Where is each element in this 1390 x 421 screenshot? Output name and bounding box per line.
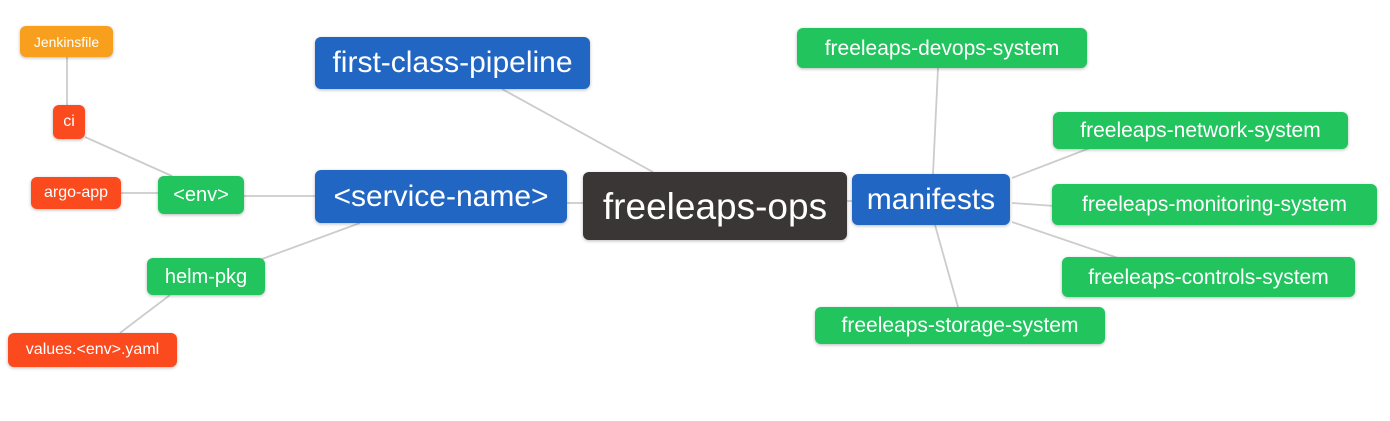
node-helm-pkg[interactable]: helm-pkg <box>147 258 265 295</box>
edge-env-ci <box>84 136 173 177</box>
node-manifests[interactable]: manifests <box>852 174 1010 225</box>
node-freeleaps-ops[interactable]: freeleaps-ops <box>583 172 847 240</box>
node-controls-system[interactable]: freeleaps-controls-system <box>1062 257 1355 297</box>
node-values-env-yaml[interactable]: values.<env>.yaml <box>8 333 177 367</box>
edge-manifests-storage-system <box>934 224 959 308</box>
edge-manifests-monitoring-system <box>1011 202 1056 207</box>
node-ci[interactable]: ci <box>53 105 85 139</box>
node-argo-app[interactable]: argo-app <box>31 177 121 209</box>
edge-manifests-controls-system <box>1011 221 1119 259</box>
node-jenkinsfile[interactable]: Jenkinsfile <box>20 26 113 57</box>
node-env[interactable]: <env> <box>158 176 244 214</box>
node-monitoring-system[interactable]: freeleaps-monitoring-system <box>1052 184 1377 225</box>
node-network-system[interactable]: freeleaps-network-system <box>1053 112 1348 149</box>
edge-manifests-network-system <box>1011 147 1091 179</box>
edge-service-name-helm-pkg <box>261 222 361 260</box>
edge-freeleaps-ops-first-class-pipeline <box>501 88 654 173</box>
node-storage-system[interactable]: freeleaps-storage-system <box>815 307 1105 344</box>
node-first-class-pipeline[interactable]: first-class-pipeline <box>315 37 590 89</box>
edge-manifests-devops-system <box>932 67 939 175</box>
node-devops-system[interactable]: freeleaps-devops-system <box>797 28 1087 68</box>
node-service-name[interactable]: <service-name> <box>315 170 567 223</box>
edge-helm-pkg-values-env-yaml <box>119 294 171 334</box>
